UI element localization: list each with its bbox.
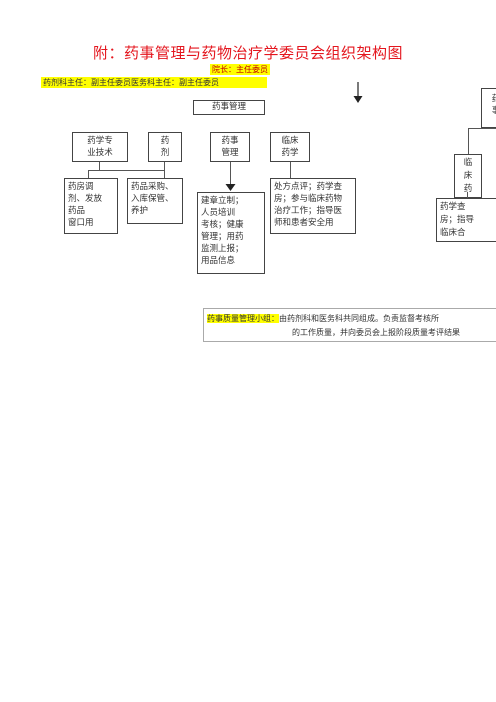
- section-box-pharma-tech: 药学专 业技术: [72, 132, 128, 162]
- right-box-clinical: 临 床 药: [454, 154, 482, 198]
- right-detail-box-clinical: 药学查 房；指导 临床合: [436, 198, 496, 242]
- detail-box-procurement: 药品采购、 入库保管、 养护: [127, 178, 183, 224]
- connector-line: [88, 170, 164, 171]
- arrow-down-icon: [225, 184, 236, 191]
- deputy-roles: 药剂科主任：副主任委员医务科主任：副主任委员: [41, 77, 267, 88]
- qc-line-1: 药事质量管理小组：由药剂科和医务科共同组成。负责监督考核所: [207, 314, 439, 323]
- detail-box-clinical: 处方点评；药学查 房；参与临床药物 治疗工作；指导医 师和患者安全用: [270, 178, 356, 234]
- qc-line-2: 的工作质量，并向委员会上报阶段质量考评结果: [292, 328, 460, 337]
- detail-box-administration: 建章立制； 人员培训 考核；健康 管理；用药 监测上报； 用品信息: [197, 192, 265, 274]
- connector-line: [468, 128, 496, 129]
- down-arrow-icon: [353, 82, 363, 103]
- right-box-affairs: 药 事: [481, 88, 496, 128]
- section-box-pharmacy: 药 剂: [148, 132, 182, 162]
- section-box-clinical-pharmacy: 临床 药学: [270, 132, 310, 162]
- connector-line: [467, 192, 468, 198]
- qc-group-panel: 药事质量管理小组：由药剂科和医务科共同组成。负责监督考核所 的工作质量，并向委员…: [203, 308, 496, 342]
- detail-box-dispensing: 药房调 剂、发放 药品 窗口用: [64, 178, 118, 234]
- connector-line: [230, 162, 231, 188]
- center-box-pharmacy-affairs: 药事管理: [193, 100, 265, 115]
- connector-line: [164, 162, 165, 178]
- connector-line: [468, 128, 469, 154]
- page-title: 附：药事管理与药物治疗学委员会组织架构图: [92, 44, 403, 62]
- qc-label: 药事质量管理小组：: [207, 314, 279, 323]
- section-box-affairs-mgmt: 药事 管理: [210, 132, 250, 162]
- connector-line: [99, 162, 100, 170]
- connector-line: [88, 170, 89, 178]
- connector-line: [290, 162, 291, 178]
- director-role: 院长：主任委员: [210, 64, 270, 75]
